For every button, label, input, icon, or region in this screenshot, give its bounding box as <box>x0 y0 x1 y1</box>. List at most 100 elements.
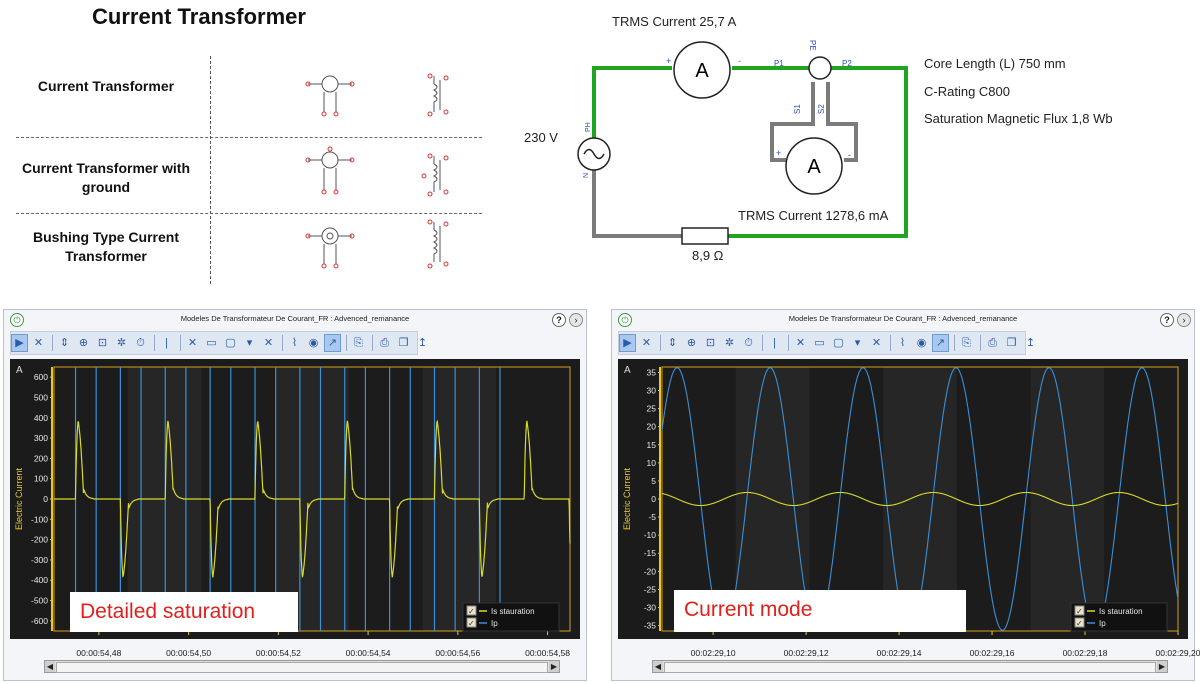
legend-label: Ip <box>1099 619 1106 628</box>
y-tick-label: 5 <box>651 476 656 486</box>
cursor-tool-icon[interactable]: ▶ <box>11 334 28 352</box>
link-icon[interactable]: ↗ <box>324 334 341 352</box>
marker-icon[interactable]: | <box>165 337 168 349</box>
time-scrollbar[interactable]: ◀ ▶ <box>44 660 560 673</box>
check-icon: ✓ <box>468 619 475 628</box>
y-tick-label: -400 <box>31 575 48 585</box>
zoom-in-icon[interactable]: ⊕ <box>78 337 89 349</box>
help-icon[interactable]: ? <box>552 313 566 327</box>
scroll-left-icon[interactable]: ◀ <box>45 661 55 672</box>
scroll-right-icon[interactable]: ▶ <box>549 661 559 672</box>
scope-title: Modeles De Transformateur De Courant_FR … <box>180 314 410 323</box>
source-voltage-label: 230 V <box>524 130 558 145</box>
remove-marker-icon[interactable]: ✕ <box>871 337 882 349</box>
svg-text:-: - <box>738 56 741 66</box>
svg-text:N: N <box>583 173 590 178</box>
time-scrollbar[interactable]: ◀ ▶ <box>652 660 1168 673</box>
ct-core-icon <box>808 56 832 80</box>
print-icon[interactable]: ⎙ <box>988 337 997 349</box>
scope-toolbar: ▶ ✕ ⇕ ⊕ ⊡ ✲ ⏱ | ✕ ▭ ▢ ▾ ✕ ⌇ ◉ ↗ ⎘ ⎙ ❐ ↥ <box>10 331 427 355</box>
x-tick-label: 00:00:54,54 <box>346 648 391 658</box>
svg-text:P2: P2 <box>842 59 852 68</box>
next-icon[interactable]: › <box>569 313 583 327</box>
y-tick-label: -5 <box>648 512 656 522</box>
scroll-thumb[interactable] <box>56 662 548 673</box>
marker-icon[interactable]: | <box>773 337 776 349</box>
ct-symbol-icon <box>305 75 355 117</box>
autoscale-icon[interactable]: ✲ <box>116 337 127 349</box>
svg-text:A: A <box>807 156 821 178</box>
plot-band <box>883 367 957 631</box>
x-tick-label: 00:02:29,18 <box>1063 648 1108 658</box>
ct-ground-symbol-icon <box>305 146 355 195</box>
comment-icon[interactable]: ▭ <box>814 337 825 349</box>
secondary-ammeter-icon <box>785 137 843 195</box>
secondary-meter-reading: TRMS Current 1278,6 mA <box>738 208 889 223</box>
cross-tool-icon[interactable]: ✕ <box>641 337 652 349</box>
comment-icon[interactable]: ▭ <box>206 337 217 349</box>
bushing-ct-symbol-icon <box>305 227 355 269</box>
view-icon[interactable]: ◉ <box>916 337 927 349</box>
y-tick-label: 15 <box>647 440 657 450</box>
x-tick-label: 00:02:29,20 <box>1156 648 1200 658</box>
y-unit-label: A <box>624 365 631 376</box>
legend-box <box>462 602 560 632</box>
oscilloscope-panel-current-mode: ⏻ Modeles De Transformateur De Courant_F… <box>611 309 1200 681</box>
view-icon[interactable]: ◉ <box>308 337 319 349</box>
power-icon[interactable]: ⏻ <box>618 313 632 327</box>
legend-label: Is stauration <box>1099 607 1143 616</box>
export-icon[interactable]: ⎘ <box>354 337 363 349</box>
table-divider <box>16 137 482 138</box>
y-tick-label: -600 <box>31 616 48 626</box>
add-marker-icon[interactable]: ▾ <box>246 337 253 349</box>
cursor-tool-icon[interactable]: ▶ <box>619 334 636 352</box>
note-icon[interactable]: ▢ <box>225 337 236 349</box>
y-axis-label: Electric Current <box>14 467 24 530</box>
legend-checkbox <box>466 617 477 628</box>
note-icon[interactable]: ▢ <box>833 337 844 349</box>
autoscale-icon[interactable]: ✲ <box>724 337 735 349</box>
y-tick-label: 300 <box>34 433 48 443</box>
next-icon[interactable]: › <box>1177 313 1191 327</box>
bushing-ct-winding-symbol-icon <box>427 219 449 269</box>
table-divider <box>210 56 211 284</box>
svg-text:PH: PH <box>585 122 592 132</box>
copy-icon[interactable]: ❐ <box>398 337 409 349</box>
clear-icon[interactable]: ✕ <box>795 337 806 349</box>
clear-icon[interactable]: ✕ <box>187 337 198 349</box>
oscilloscope-panel-saturation: ⏻ Modeles De Transformateur De Courant_F… <box>3 309 587 681</box>
pin-icon[interactable]: ↥ <box>1025 337 1036 349</box>
zoom-box-icon[interactable]: ⊡ <box>705 337 716 349</box>
scroll-left-icon[interactable]: ◀ <box>653 661 663 672</box>
y-tick-label: -300 <box>31 555 48 565</box>
measure-icon[interactable]: ⌇ <box>291 337 298 349</box>
remove-marker-icon[interactable]: ✕ <box>263 337 274 349</box>
measure-icon[interactable]: ⌇ <box>899 337 906 349</box>
ct-ground-winding-symbol-icon <box>421 153 449 197</box>
link-icon[interactable]: ↗ <box>932 334 949 352</box>
print-icon[interactable]: ⎙ <box>380 337 389 349</box>
x-tick-label: 00:00:54,56 <box>435 648 480 658</box>
zoom-y-icon[interactable]: ⇕ <box>667 337 678 349</box>
check-icon: ✓ <box>1076 619 1083 628</box>
zoom-box-icon[interactable]: ⊡ <box>97 337 108 349</box>
row-label-current-transformer: Current Transformer <box>37 78 175 94</box>
export-icon[interactable]: ⎘ <box>962 337 971 349</box>
timer-icon[interactable]: ⏱ <box>136 337 145 349</box>
scroll-thumb[interactable] <box>664 662 1156 673</box>
pin-icon[interactable]: ↥ <box>417 337 428 349</box>
zoom-y-icon[interactable]: ⇕ <box>59 337 70 349</box>
power-icon[interactable]: ⏻ <box>10 313 24 327</box>
y-tick-label: -200 <box>31 535 48 545</box>
copy-icon[interactable]: ❐ <box>1006 337 1017 349</box>
y-tick-label: 200 <box>34 453 48 463</box>
legend-checkbox <box>1074 605 1085 616</box>
y-tick-label: 30 <box>647 386 657 396</box>
cross-tool-icon[interactable]: ✕ <box>33 337 44 349</box>
zoom-in-icon[interactable]: ⊕ <box>686 337 697 349</box>
scroll-right-icon[interactable]: ▶ <box>1157 661 1167 672</box>
add-marker-icon[interactable]: ▾ <box>854 337 861 349</box>
help-icon[interactable]: ? <box>1160 313 1174 327</box>
timer-icon[interactable]: ⏱ <box>744 337 753 349</box>
